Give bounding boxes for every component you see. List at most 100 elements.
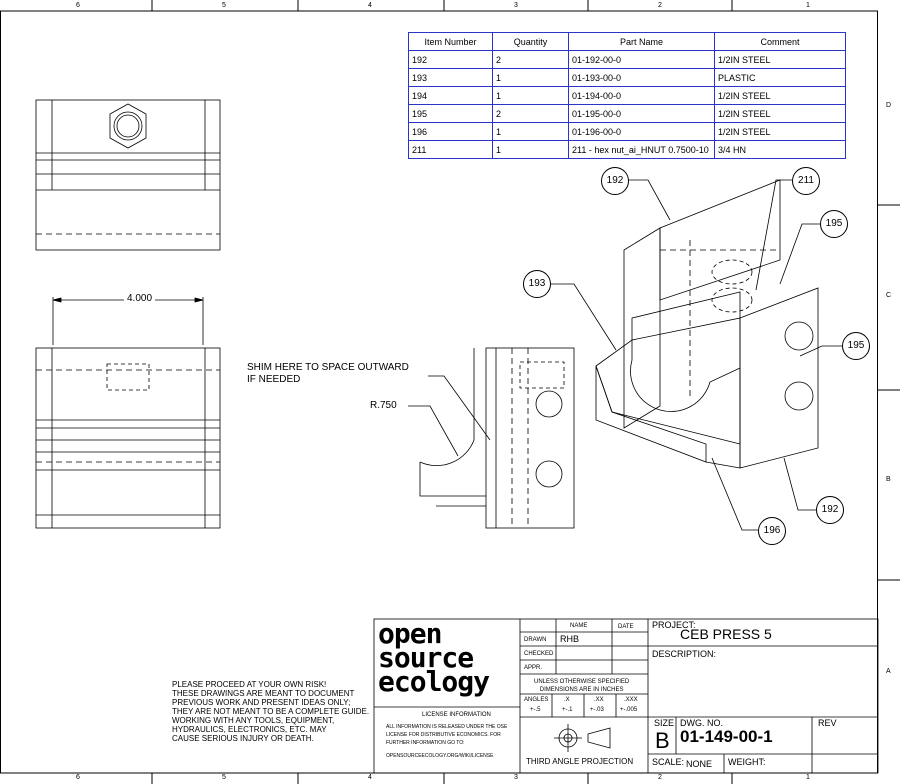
column-header-quantity: Quantity bbox=[492, 32, 569, 51]
drawing-number-value: 01-149-00-1 bbox=[680, 727, 773, 746]
cell-comment: 3/4 HN bbox=[714, 140, 846, 159]
zone-right-a: A bbox=[886, 668, 891, 675]
cell-part-name: 211 - hex nut_ai_HNUT 0.7500-10 bbox=[568, 140, 715, 159]
cell-quantity: 1 bbox=[492, 86, 569, 105]
cell-comment: 1/2IN STEEL bbox=[714, 50, 846, 69]
balloon-193: 193 bbox=[523, 270, 551, 298]
cell-item: 196 bbox=[408, 122, 493, 141]
zone-top-3: 3 bbox=[514, 2, 518, 9]
zone-top-1: 1 bbox=[806, 2, 810, 9]
zone-bottom-1: 1 bbox=[806, 774, 810, 781]
cell-comment: 1/2IN STEEL bbox=[714, 86, 846, 105]
size-label: SIZE bbox=[654, 718, 675, 728]
table-row: 192 2 01-192-00-0 1/2IN STEEL bbox=[408, 50, 846, 69]
zone-top-4: 4 bbox=[368, 2, 372, 9]
table-row: 196 1 01-196-00-0 1/2IN STEEL bbox=[408, 122, 846, 141]
ose-logo: open source ecology bbox=[378, 617, 520, 698]
title-block-lines bbox=[373, 618, 879, 774]
logo-line: source bbox=[378, 641, 474, 674]
table-row: 194 1 01-194-00-0 1/2IN STEEL bbox=[408, 86, 846, 105]
side-view bbox=[419, 347, 575, 529]
zone-bottom-2: 2 bbox=[658, 774, 662, 781]
balloon-192-bottom: 192 bbox=[816, 496, 844, 524]
isometric-view bbox=[595, 179, 819, 469]
cell-quantity: 1 bbox=[492, 68, 569, 87]
drawing-number-label: DWG. NO. bbox=[680, 718, 723, 728]
zone-top-2: 2 bbox=[658, 2, 662, 9]
balloon-195-middle: 195 bbox=[842, 332, 870, 360]
column-header-part-name: Part Name bbox=[568, 32, 715, 51]
cell-comment: 1/2IN STEEL bbox=[714, 122, 846, 141]
xxx-tolerance: +-.005 bbox=[620, 707, 638, 713]
shim-note: SHIM HERE TO SPACE OUTWARD IF NEEDED bbox=[247, 362, 409, 385]
table-row: 195 2 01-195-00-0 1/2IN STEEL bbox=[408, 104, 846, 123]
radius-callout: R.750 bbox=[370, 400, 397, 411]
project-value: CEB PRESS 5 bbox=[680, 626, 772, 642]
cell-part-name: 01-196-00-0 bbox=[568, 122, 715, 141]
approved-label: APPR. bbox=[524, 665, 543, 671]
projection-label: THIRD ANGLE PROJECTION bbox=[526, 757, 634, 766]
description-label: DESCRIPTION: bbox=[652, 649, 717, 659]
cell-item: 194 bbox=[408, 86, 493, 105]
cell-item: 211 bbox=[408, 140, 493, 159]
scale-label: SCALE: bbox=[652, 757, 685, 767]
balloon-196: 196 bbox=[758, 517, 786, 545]
zone-bottom-3: 3 bbox=[514, 774, 518, 781]
top-view bbox=[35, 99, 221, 251]
cell-comment: 1/2IN STEEL bbox=[714, 104, 846, 123]
zone-right-d: D bbox=[886, 102, 892, 109]
cell-item: 195 bbox=[408, 104, 493, 123]
license-text: ALL INFORMATION IS RELEASED UNDER THE OS… bbox=[386, 724, 508, 746]
cell-quantity: 1 bbox=[492, 140, 569, 159]
xx-tolerance: +-.03 bbox=[590, 707, 604, 713]
balloon-192-top: 192 bbox=[601, 167, 629, 195]
project-label: PROJECT: bbox=[652, 620, 696, 630]
zone-bottom-4: 4 bbox=[368, 774, 372, 781]
weight-label: WEIGHT: bbox=[728, 757, 766, 767]
cell-quantity: 1 bbox=[492, 122, 569, 141]
x-label: .X bbox=[564, 697, 570, 703]
cell-part-name: 01-194-00-0 bbox=[568, 86, 715, 105]
column-header-comment: Comment bbox=[714, 32, 846, 51]
zone-top-6: 6 bbox=[76, 2, 80, 9]
cell-item: 192 bbox=[408, 50, 493, 69]
cell-item: 193 bbox=[408, 68, 493, 87]
name-label: NAME bbox=[570, 623, 588, 629]
drawn-label: DRAWN bbox=[524, 637, 547, 643]
revision-label: REV bbox=[818, 718, 837, 728]
cell-part-name: 01-195-00-0 bbox=[568, 104, 715, 123]
license-heading: LICENSE INFORMATION bbox=[422, 712, 491, 718]
dimension-width-label: 4.000 bbox=[124, 293, 156, 304]
zone-right-b: B bbox=[886, 476, 891, 483]
scale-value: NONE bbox=[686, 759, 713, 769]
logo-line: open bbox=[378, 617, 442, 650]
zone-top-5: 5 bbox=[222, 2, 226, 9]
size-value: B bbox=[655, 728, 670, 753]
date-label: DATE bbox=[618, 624, 634, 630]
angles-label: ANGLES bbox=[524, 697, 549, 703]
table-header-row: Item Number Quantity Part Name Comment bbox=[408, 32, 846, 51]
table-row: 193 1 01-193-00-0 PLASTIC bbox=[408, 68, 846, 87]
logo-line: ecology bbox=[378, 665, 490, 698]
cell-part-name: 01-193-00-0 bbox=[568, 68, 715, 87]
license-url: OPENSOURCEECOLOGY.ORG/WIKI/LICENSE bbox=[386, 753, 494, 759]
cell-part-name: 01-192-00-0 bbox=[568, 50, 715, 69]
front-view bbox=[35, 297, 221, 529]
column-header-item-number: Item Number bbox=[408, 32, 493, 51]
balloon-211: 211 bbox=[792, 167, 820, 195]
drawn-value: RHB bbox=[560, 634, 580, 644]
zone-bottom-5: 5 bbox=[222, 774, 226, 781]
x-tolerance: +-.1 bbox=[562, 707, 573, 713]
cell-quantity: 2 bbox=[492, 104, 569, 123]
cell-comment: PLASTIC bbox=[714, 68, 846, 87]
xx-label: .XX bbox=[594, 697, 604, 703]
cell-quantity: 2 bbox=[492, 50, 569, 69]
xxx-label: .XXX bbox=[624, 697, 638, 703]
units-note: UNLESS OTHERWISE SPECIFIED DIMENSIONS AR… bbox=[534, 679, 630, 693]
table-row: 211 1 211 - hex nut_ai_HNUT 0.7500-10 3/… bbox=[408, 140, 846, 159]
zone-bottom-6: 6 bbox=[76, 774, 80, 781]
disclaimer-text: PLEASE PROCEED AT YOUR OWN RISK! THESE D… bbox=[172, 680, 370, 743]
leader-lines bbox=[408, 179, 842, 531]
checked-label: CHECKED bbox=[524, 651, 554, 657]
